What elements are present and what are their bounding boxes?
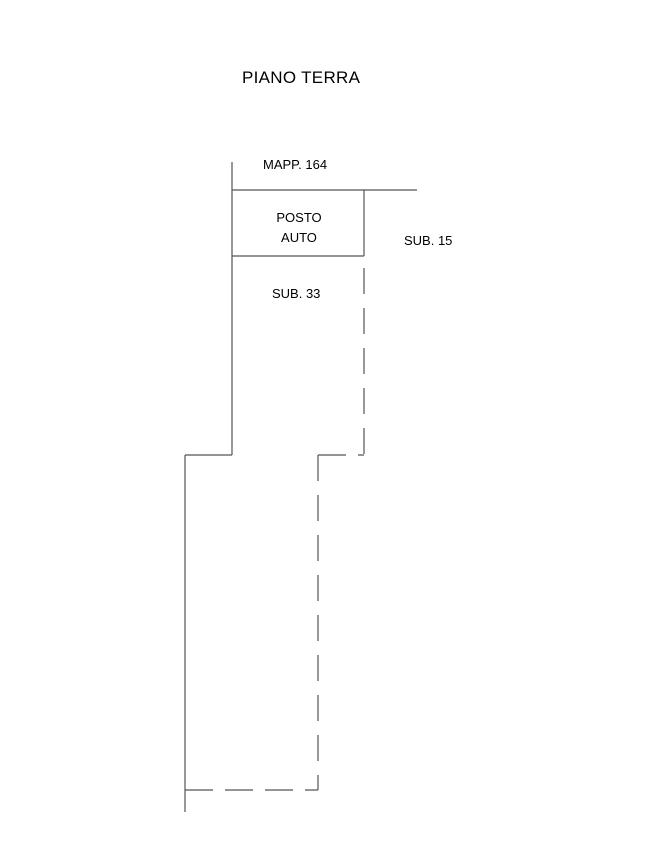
label-sub-33: SUB. 33: [272, 286, 321, 301]
label-auto: AUTO: [281, 230, 317, 245]
label-mapp-164: MAPP. 164: [263, 157, 328, 172]
label-posto-auto: POSTO AUTO: [266, 208, 332, 248]
label-posto: POSTO: [276, 210, 322, 225]
label-sub-15: SUB. 15: [404, 233, 453, 248]
plan-title: PIANO TERRA: [242, 68, 361, 87]
